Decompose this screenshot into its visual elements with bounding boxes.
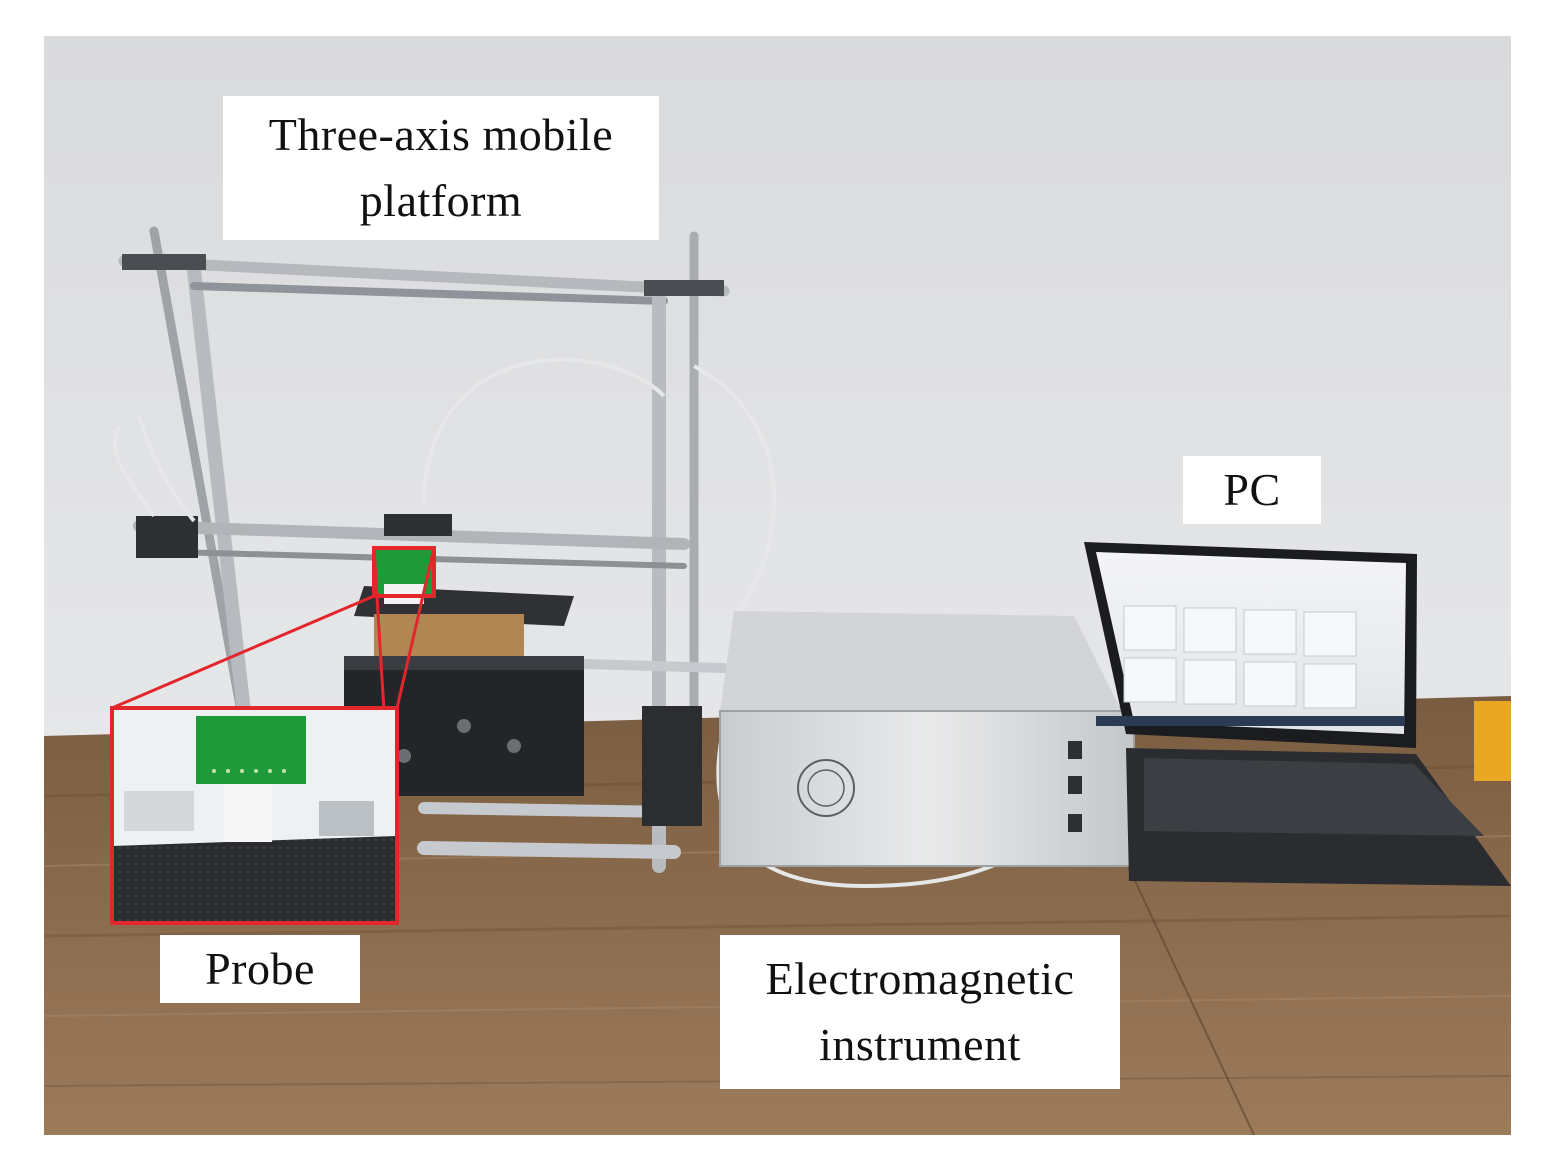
label-instrument-line2: instrument — [819, 1019, 1021, 1070]
label-pc: PC — [1183, 456, 1321, 524]
label-electromagnetic-instrument: Electromagnetic instrument — [720, 935, 1120, 1089]
three-axis-frame — [118, 226, 730, 873]
label-three-axis-mobile-platform: Three-axis mobile platform — [223, 96, 659, 240]
label-instrument-line1: Electromagnetic — [765, 953, 1075, 1004]
probe-highlight-box — [372, 546, 436, 598]
label-probe-text: Probe — [205, 943, 315, 994]
label-pc-text: PC — [1223, 464, 1281, 515]
electromagnetic-instrument-device — [719, 611, 1135, 867]
laptop — [1084, 542, 1511, 886]
label-probe: Probe — [160, 935, 360, 1003]
probe-inset — [110, 546, 436, 925]
label-platform-line2: platform — [359, 175, 523, 226]
lab-setup-photo: Three-axis mobile platform PC Probe Elec… — [44, 36, 1511, 1135]
label-platform-line1: Three-axis mobile — [268, 109, 614, 160]
